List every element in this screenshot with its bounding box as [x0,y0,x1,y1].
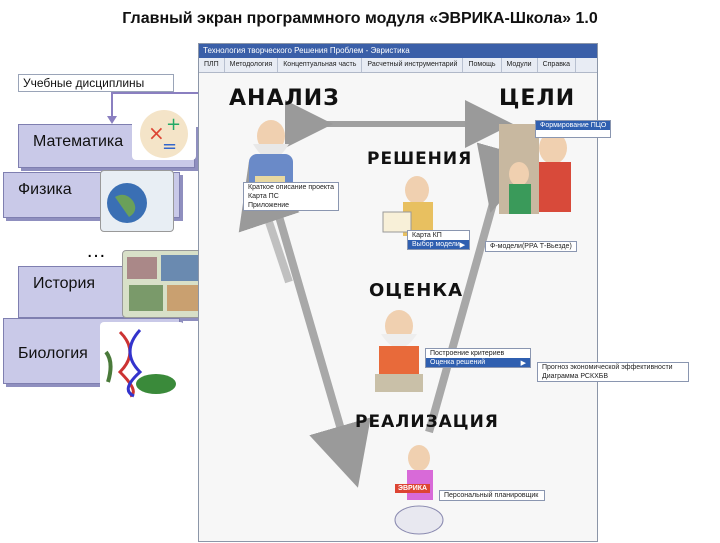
discipline-label-physics: Физика [18,181,72,198]
goals-menu-item[interactable]: Формирование ПЦО ▶ [536,121,611,137]
discipline-label-history: История [33,275,96,292]
evaluation-menu-item-assess-label: Оценка решений [430,359,486,366]
stage-goals-label[interactable]: ЦЕЛИ [499,86,576,111]
solutions-menu-item-model-label: Выбор модели [412,241,460,248]
evaluation-menu-item-criteria[interactable]: Построение критериев [430,350,505,357]
realization-menu-item-planner[interactable]: Персональный планировщик [444,492,539,499]
menu-item-methodology[interactable]: Методология [225,58,279,72]
menu-item-plp[interactable]: ПЛП [199,58,225,72]
discipline-label-math: Математика [33,133,124,150]
submenu-arrow-icon: ▶ [520,360,526,367]
submenu-arrow-icon: ▶ [459,242,466,249]
evaluation-submenu-item-forecast[interactable]: Прогноз экономической эффективности [542,364,673,371]
realization-menu: Персональный планировщик [439,490,545,501]
solutions-menu-item-model[interactable]: Выбор модели ▶ [408,240,470,249]
analysis-menu-item-ps-map[interactable]: Карта ПС [248,193,279,200]
goals-menu: Формирование ПЦО ▶ [535,120,612,138]
goals-philosophers-illustration [497,114,585,216]
evaluation-menu: Построение критериев Оценка решений ▶ [425,348,531,368]
biology-dna-frog-icon [100,322,184,398]
solutions-submenu: Ф-модели(РРА Т-Вьезде) [485,241,577,252]
window-menubar: ПЛП Методология Концептуальная часть Рас… [199,58,597,73]
disciplines-label: Учебные дисциплины [18,74,174,92]
math-symbols-icon: ×+= [132,104,196,160]
physics-globe-icon [100,170,174,232]
evaluation-submenu: Прогноз экономической эффективности Диаг… [537,362,689,382]
history-collage-icon [122,250,208,318]
solutions-submenu-item[interactable]: Ф-модели(РРА Т-Вьезде) [490,243,572,250]
menu-item-reference[interactable]: Справка [538,58,577,72]
svg-text:=: = [162,136,177,157]
svg-text:+: + [166,114,181,135]
page-title: Главный экран программного модуля «ЭВРИК… [122,10,598,27]
discipline-card-math[interactable]: Математика [18,124,195,168]
solutions-thinker-illustration [377,172,441,242]
stage-realization-label[interactable]: РЕАЛИЗАЦИЯ [355,412,499,432]
window-titlebar: Технология творческого Решения Проблем -… [199,44,597,58]
analysis-menu-item-description[interactable]: Краткое описание проекта [248,184,335,191]
menu-item-tools[interactable]: Расчетный инструментарий [362,58,464,72]
evaluation-submenu-item-diagram[interactable]: Диаграмма РСКХБВ [542,373,609,380]
submenu-arrow-icon: ▶ [600,130,607,137]
solutions-menu: Карта КП Выбор модели ▶ [407,230,471,250]
menu-item-concept[interactable]: Концептуальная часть [278,58,363,72]
analysis-menu: Краткое описание проекта Карта ПС Прилож… [243,182,340,211]
ellipsis-label: … [86,240,106,262]
menu-item-help[interactable]: Помощь [463,58,502,72]
evaluation-judge-illustration [367,304,431,394]
stage-evaluation-label[interactable]: ОЦЕНКА [369,280,464,301]
evaluation-menu-item-assess[interactable]: Оценка решений ▶ [426,358,530,367]
stage-solutions-label[interactable]: РЕШЕНИЯ [367,149,473,169]
svg-text:×: × [148,121,165,145]
discipline-label-biology: Биология [18,345,88,362]
app-window: Технология творческого Решения Проблем -… [198,43,689,542]
solutions-menu-item-kp-map[interactable]: Карта КП [412,232,442,239]
eureka-sign: ЭВРИКА [395,484,431,493]
menu-item-modules[interactable]: Модули [502,58,538,72]
analysis-menu-item-appendix[interactable]: Приложение [248,202,290,209]
stage-analysis-label[interactable]: АНАЛИЗ [229,86,340,111]
goals-menu-item-label: Формирование ПЦО [540,122,607,129]
